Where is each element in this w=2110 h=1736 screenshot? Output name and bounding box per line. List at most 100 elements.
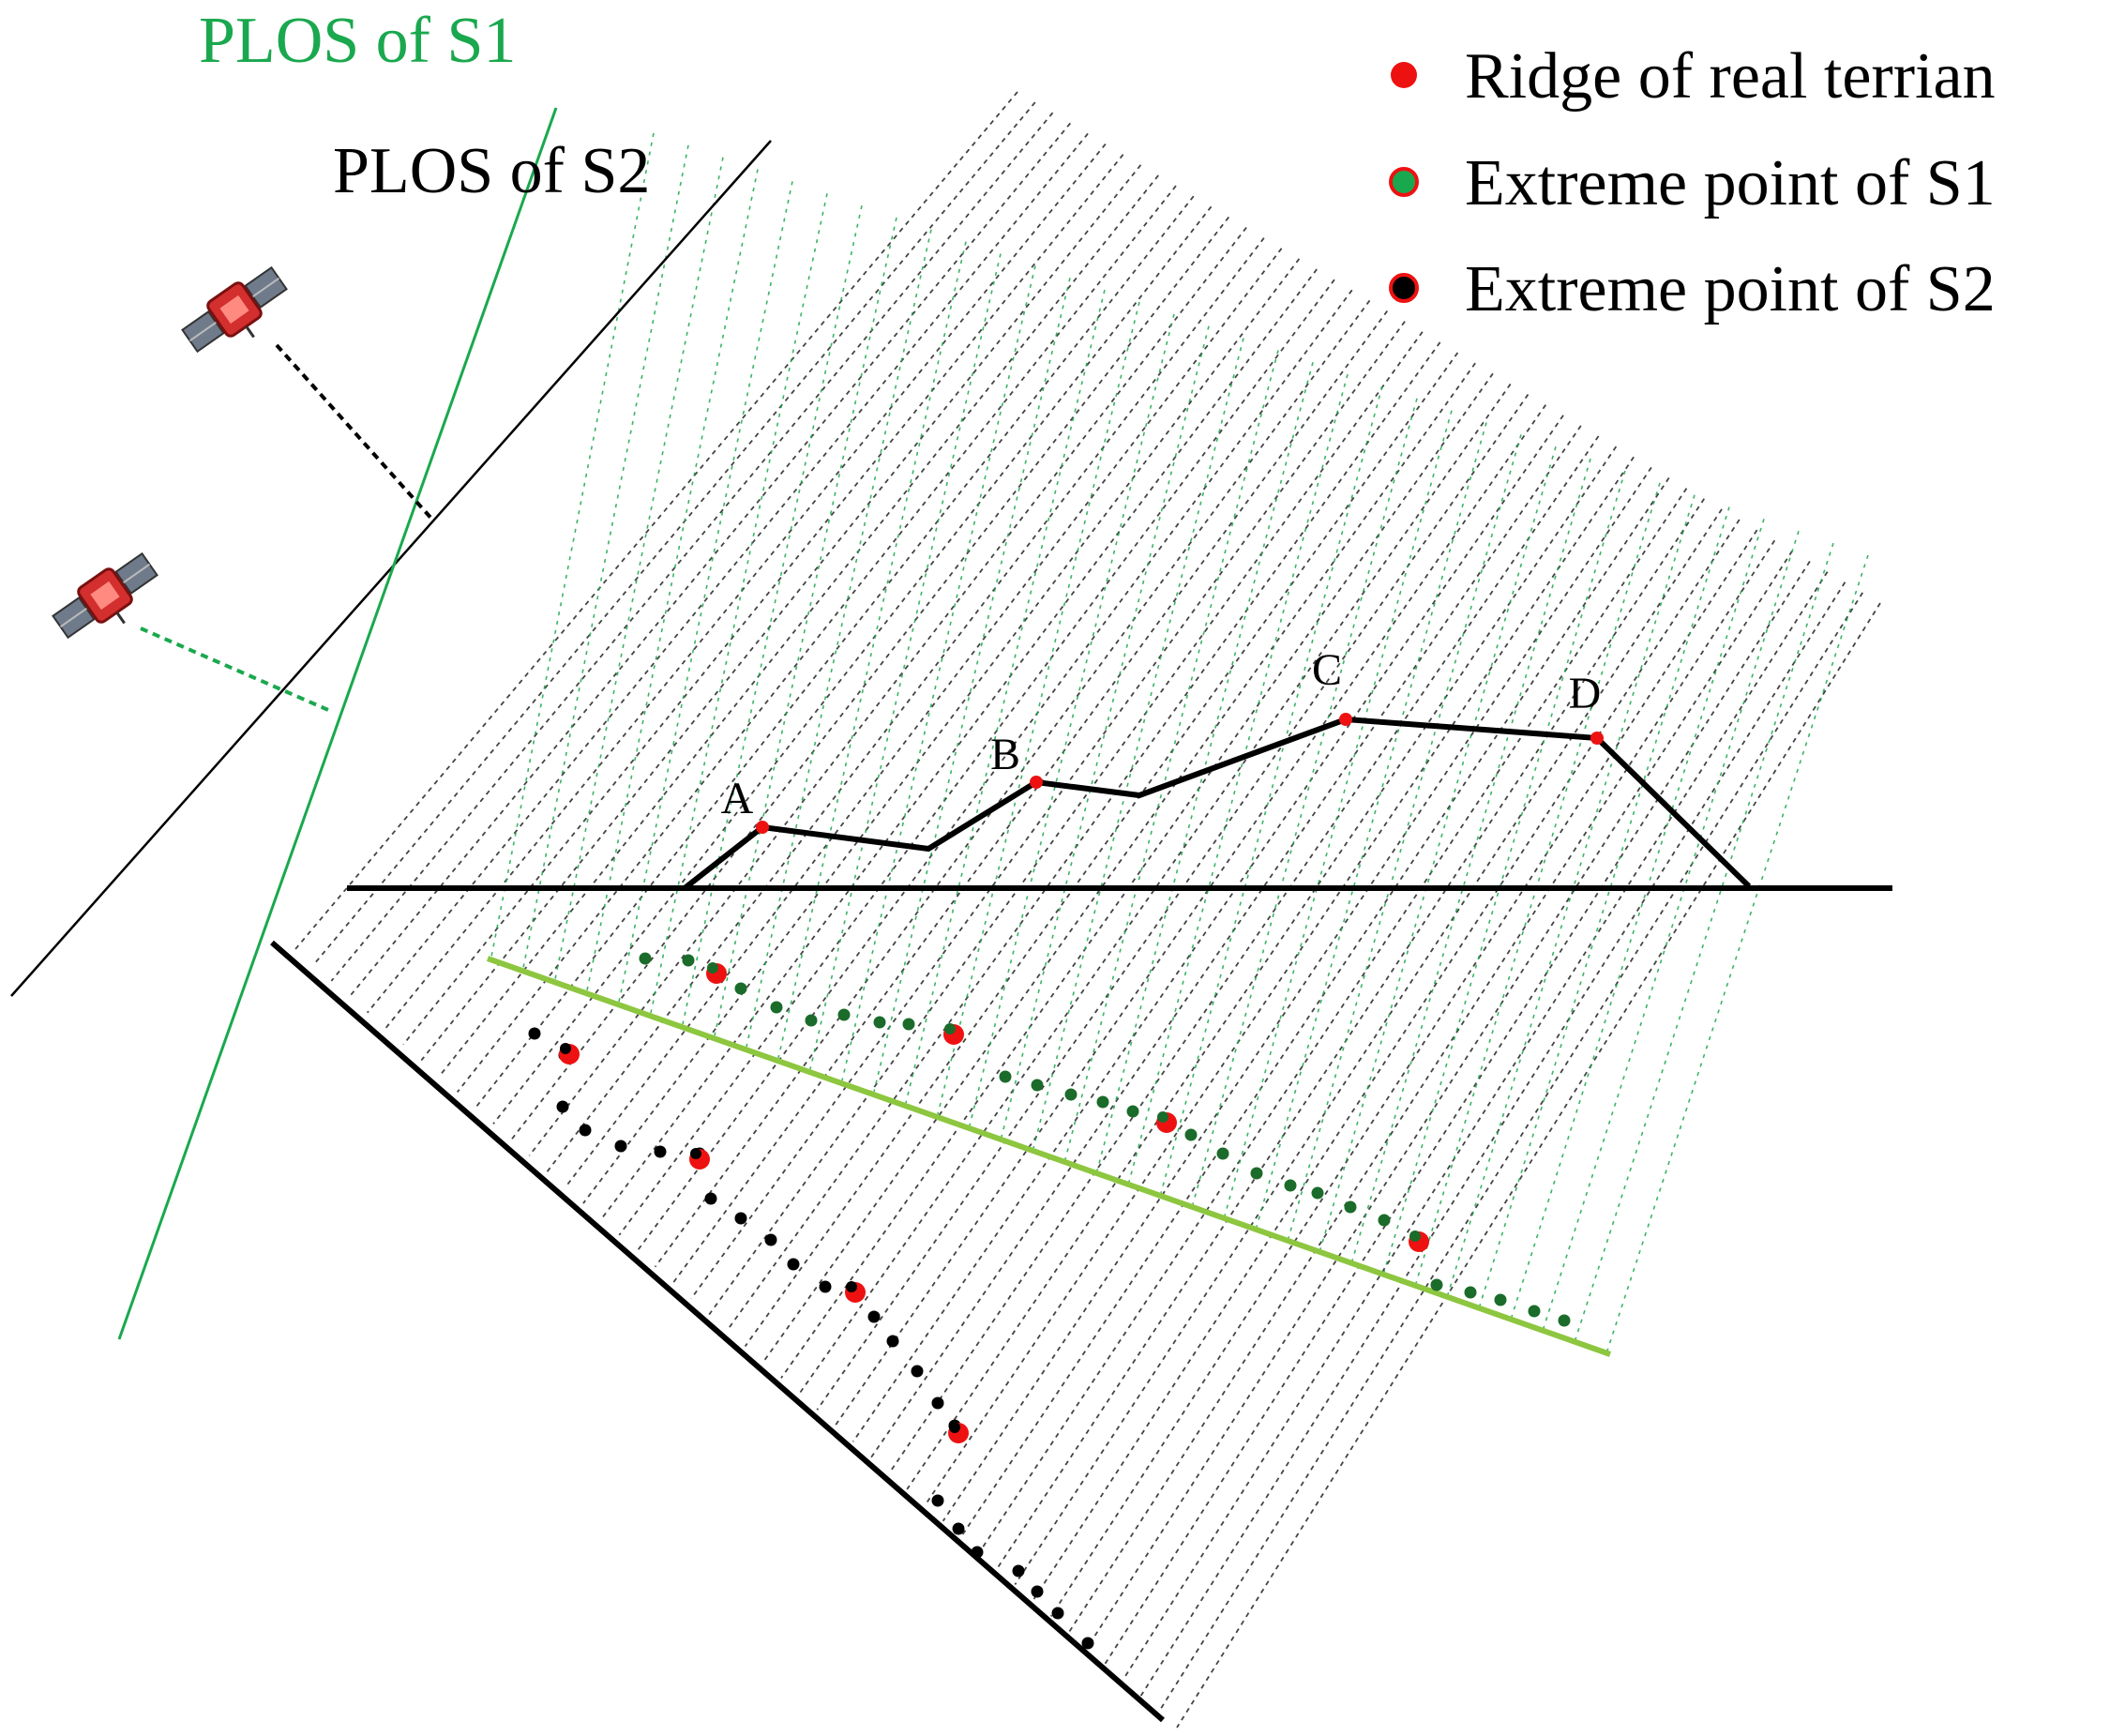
extreme-point-s2	[931, 1396, 944, 1410]
legend-label-s1: Extreme point of S1	[1465, 147, 1996, 219]
hatch-line	[1049, 529, 1758, 1617]
extreme-point-s1	[1126, 1105, 1139, 1118]
hatch-line	[1176, 602, 1881, 1728]
legend-marker-ridge	[1391, 62, 1417, 88]
extreme-point-s1	[682, 954, 695, 967]
hatch-line	[1158, 592, 1863, 1713]
plos-s2-line	[10, 140, 772, 997]
satellite-icon	[52, 551, 158, 640]
label-point-a: A	[721, 774, 754, 823]
extreme-point-s2	[1051, 1607, 1064, 1620]
extreme-point-s1	[1096, 1095, 1109, 1109]
extreme-point-s1	[1430, 1278, 1443, 1291]
hatch-line	[384, 143, 1107, 1030]
ridge-point-d	[1590, 732, 1604, 745]
hatch-line	[1160, 385, 1383, 1194]
hatch-line	[1139, 581, 1846, 1697]
hatch-line	[1192, 398, 1418, 1205]
hatch-line	[1543, 531, 1800, 1329]
extreme-point-s1	[1344, 1200, 1357, 1214]
s2-extreme-points	[528, 1027, 1094, 1650]
hatch-line	[1511, 519, 1765, 1318]
extreme-point-s2	[690, 1148, 701, 1159]
extreme-point-s2	[1081, 1637, 1094, 1650]
hatch-line	[1032, 519, 1741, 1601]
hatch-line	[367, 132, 1089, 1014]
legend-marker-s1	[1389, 167, 1419, 197]
extreme-point-s1	[1494, 1293, 1507, 1306]
legend: Ridge of real terrian Extreme point of S…	[1389, 40, 1996, 325]
hatch-line	[816, 394, 1530, 1411]
hatch-line	[906, 445, 1618, 1490]
hatch-line	[809, 253, 1002, 1070]
hatch-line	[873, 278, 1071, 1093]
hatch-line	[546, 237, 1265, 1172]
s2-view-ray	[275, 343, 435, 522]
hatch-line	[294, 91, 1018, 950]
extreme-point-s1	[1464, 1286, 1477, 1299]
satellite-icon	[181, 265, 288, 354]
hatch-line	[1096, 362, 1314, 1171]
extreme-point-s1	[770, 1001, 783, 1014]
extreme-point-s2	[931, 1494, 944, 1507]
hatch-line	[586, 169, 759, 991]
hatch-line	[1256, 422, 1487, 1228]
terrain-profile	[683, 716, 1752, 891]
hatch-line	[1606, 554, 1869, 1351]
hatch-line	[600, 268, 1318, 1220]
extreme-point-s2	[971, 1546, 984, 1559]
extreme-point-s1	[1284, 1179, 1297, 1192]
hatch-line	[726, 341, 1441, 1332]
hatch-line	[672, 310, 1389, 1284]
extreme-point-s2	[819, 1280, 832, 1293]
hatch-line	[1068, 539, 1776, 1633]
extreme-point-s1	[944, 1023, 956, 1034]
hatch-line	[490, 132, 655, 958]
extreme-point-s2	[560, 1043, 571, 1054]
hatch-line	[456, 185, 1177, 1094]
hatch-line	[960, 477, 1670, 1538]
s1-ray-hatching	[490, 132, 1869, 1351]
extreme-point-s2	[846, 1281, 857, 1292]
extreme-point-s2	[764, 1233, 777, 1246]
extreme-point-s1	[902, 1018, 915, 1031]
legend-label-ridge: Ridge of real terrian	[1465, 40, 1996, 113]
extreme-point-s2	[614, 1140, 627, 1153]
hatch-line	[996, 498, 1705, 1570]
plos-s2-label: PLOS of S2	[333, 135, 650, 207]
extreme-point-s2	[787, 1258, 800, 1271]
extreme-point-s1	[1031, 1079, 1044, 1092]
hatch-line	[1479, 506, 1730, 1306]
extreme-point-s2	[886, 1335, 899, 1348]
extreme-point-s2	[949, 1422, 960, 1433]
hatch-line	[969, 313, 1175, 1126]
hatch-line	[762, 362, 1476, 1363]
legend-label-s2: Extreme point of S2	[1465, 253, 1996, 325]
hatch-line	[582, 258, 1301, 1204]
plos-s1-label: PLOS of S1	[199, 5, 516, 77]
hatch-line	[475, 195, 1195, 1109]
plos-s1-line	[117, 107, 558, 1340]
hatch-line	[528, 227, 1247, 1156]
extreme-point-s1	[999, 1070, 1012, 1083]
s1-extreme-points	[639, 952, 1571, 1327]
hatch-line	[492, 205, 1213, 1125]
hatch-line	[554, 157, 724, 980]
hatch-line	[834, 404, 1547, 1427]
s2-projection-plane	[270, 940, 1165, 1723]
extreme-point-s2	[1012, 1564, 1025, 1577]
ridge-point-b	[1030, 776, 1043, 789]
hatch-line	[1447, 494, 1696, 1295]
hatch-line	[1575, 542, 1834, 1340]
extreme-point-s1	[639, 952, 652, 965]
hatch-line	[402, 154, 1124, 1046]
extreme-point-s1	[1250, 1167, 1263, 1180]
label-point-d: D	[1569, 669, 1602, 718]
hatch-line	[654, 299, 1371, 1268]
extreme-point-s1	[1157, 1111, 1168, 1123]
extreme-point-s1	[1378, 1214, 1391, 1227]
extreme-point-s1	[805, 1014, 818, 1027]
hatch-line	[744, 352, 1459, 1347]
hatch-line	[924, 456, 1635, 1506]
